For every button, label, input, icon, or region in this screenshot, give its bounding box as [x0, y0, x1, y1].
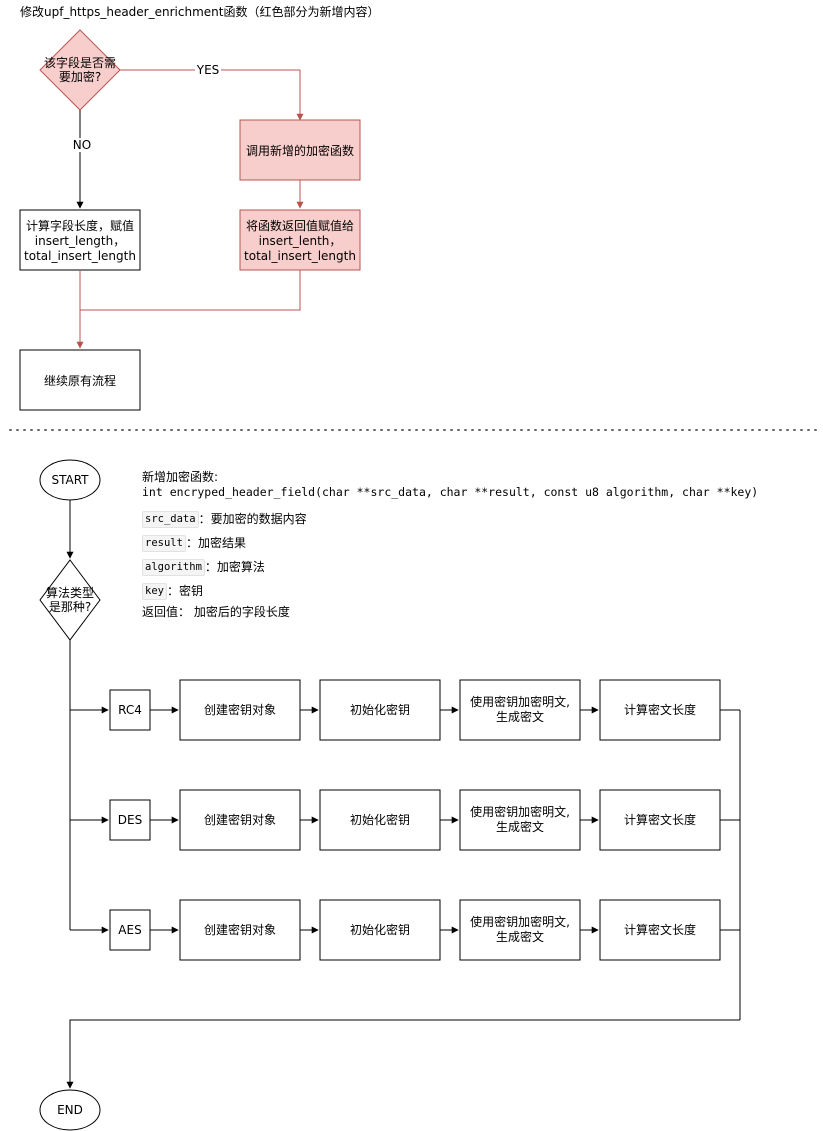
step-box: 使用密钥加密明文,生成密文 [459, 789, 581, 851]
page-title: 修改upf_https_header_enrichment函数（红色部分为新增内… [20, 3, 379, 20]
encrypt-decision-node: 该字段是否需 要加密? [39, 29, 121, 111]
step-box: 计算密文长度 [599, 679, 721, 741]
start-node: START [39, 459, 101, 501]
algorithm-decision-line-1: 算法类型 [46, 585, 94, 600]
svg-text:要加密?: 要加密? [59, 69, 101, 84]
step-box: 初始化密钥 [319, 899, 441, 961]
yes-label: YES [196, 63, 220, 77]
step-label-line: 使用密钥加密明文, [470, 694, 570, 709]
compute-length-node: 计算字段长度，赋值 insert_length， total_insert_le… [19, 209, 141, 271]
start-label: START [51, 473, 89, 487]
branch-des: DES 创建密钥对象 初始化密钥 使用密钥加密明文,生成密文 计算密文长度 [70, 789, 740, 851]
notes-heading: 新增加密函数: [142, 470, 219, 484]
step-label: 创建密钥对象 [204, 812, 276, 827]
algorithm-box: RC4 [109, 689, 151, 731]
function-notes: 新增加密函数: int encryped_header_field(char *… [142, 470, 758, 620]
page-title-text: 修改upf_https_header_enrichment函数（红色部分为新增内… [20, 5, 380, 19]
param-row: key：密钥 [142, 579, 758, 603]
yes-edge: YES [120, 63, 304, 121]
step-box: 计算密文长度 [599, 789, 721, 851]
step-label: 计算密文长度 [624, 702, 696, 717]
svg-text:该字段是否需: 该字段是否需 [44, 55, 116, 70]
call-encrypt-text: 调用新增的加密函数 [246, 143, 354, 158]
param-desc: ：密钥 [166, 583, 203, 598]
algorithm-box: DES [109, 799, 151, 841]
end-edges [66, 710, 741, 1089]
no-edge: NO [70, 110, 92, 209]
algorithm-label: RC4 [118, 703, 142, 717]
return-note: 返回值： 加密后的字段长度 [142, 605, 290, 619]
algorithm-decision-line-2: 是那种? [49, 600, 91, 614]
end-label: END [57, 1103, 83, 1117]
call-encrypt-node: 调用新增的加密函数 [239, 119, 361, 181]
param-desc: ：加密结果 [185, 535, 246, 550]
assign-return-line-1: 将函数返回值赋值给 [246, 218, 354, 233]
step-box: 初始化密钥 [319, 789, 441, 851]
assign-return-line-2: insert_lenth， [259, 234, 342, 248]
merge-edges [76, 270, 301, 349]
algorithm-decision-node: 算法类型 是那种? [39, 559, 101, 641]
param-row: result：加密结果 [142, 531, 758, 555]
algorithm-label: DES [118, 813, 142, 827]
algorithm-box: AES [109, 909, 151, 951]
step-box: 创建密钥对象 [179, 899, 301, 961]
param-row: src_data：要加密的数据内容 [142, 507, 758, 531]
compute-length-line-2: insert_length， [35, 234, 125, 248]
step-box: 初始化密钥 [319, 679, 441, 741]
step-label: 计算密文长度 [624, 922, 696, 937]
step-label-line: 使用密钥加密明文, [470, 804, 570, 819]
compute-length-line-1: 计算字段长度，赋值 [26, 218, 134, 233]
step-label: 创建密钥对象 [204, 922, 276, 937]
step-label: 初始化密钥 [350, 922, 410, 937]
step-box: 创建密钥对象 [179, 679, 301, 741]
continue-node: 继续原有流程 [19, 349, 141, 411]
param-name: key [142, 582, 167, 600]
step-label-line: 生成密文 [496, 709, 544, 724]
step-label-line: 生成密文 [496, 819, 544, 834]
branch-aes: AES 创建密钥对象 初始化密钥 使用密钥加密明文,生成密文 计算密文长度 [70, 899, 740, 961]
param-row: algorithm：加密算法 [142, 555, 758, 579]
encrypt-decision-line-1: 该字段是否需 [44, 55, 116, 70]
step-box: 创建密钥对象 [179, 789, 301, 851]
param-name: src_data [142, 510, 199, 528]
step-box: 使用密钥加密明文,生成密文 [459, 899, 581, 961]
param-name: algorithm [142, 558, 205, 576]
function-signature: int encryped_header_field(char **src_dat… [142, 485, 759, 499]
step-box: 使用密钥加密明文,生成密文 [459, 679, 581, 741]
no-label: NO [73, 138, 91, 152]
assign-return-line-3: total_insert_length [244, 249, 356, 263]
step-label: 计算密文长度 [624, 812, 696, 827]
step-label: 初始化密钥 [350, 812, 410, 827]
continue-text: 继续原有流程 [44, 373, 116, 388]
algorithm-label: AES [118, 923, 141, 937]
step-label: 创建密钥对象 [204, 702, 276, 717]
assign-return-node: 将函数返回值赋值给 insert_lenth， total_insert_len… [239, 209, 361, 271]
param-desc: ：加密算法 [204, 559, 265, 574]
step-box: 计算密文长度 [599, 899, 721, 961]
param-desc: ：要加密的数据内容 [198, 511, 307, 526]
encrypt-decision-line-2: 要加密? [59, 69, 101, 84]
step-label: 初始化密钥 [350, 702, 410, 717]
step-label-line: 使用密钥加密明文, [470, 914, 570, 929]
end-node: END [39, 1089, 101, 1131]
branch-rc4: RC4 创建密钥对象 初始化密钥 使用密钥加密明文,生成密文 计算密文长度 [70, 679, 740, 741]
compute-length-line-3: total_insert_length [24, 249, 136, 263]
param-name: result [142, 534, 186, 552]
step-label-line: 生成密文 [496, 929, 544, 944]
